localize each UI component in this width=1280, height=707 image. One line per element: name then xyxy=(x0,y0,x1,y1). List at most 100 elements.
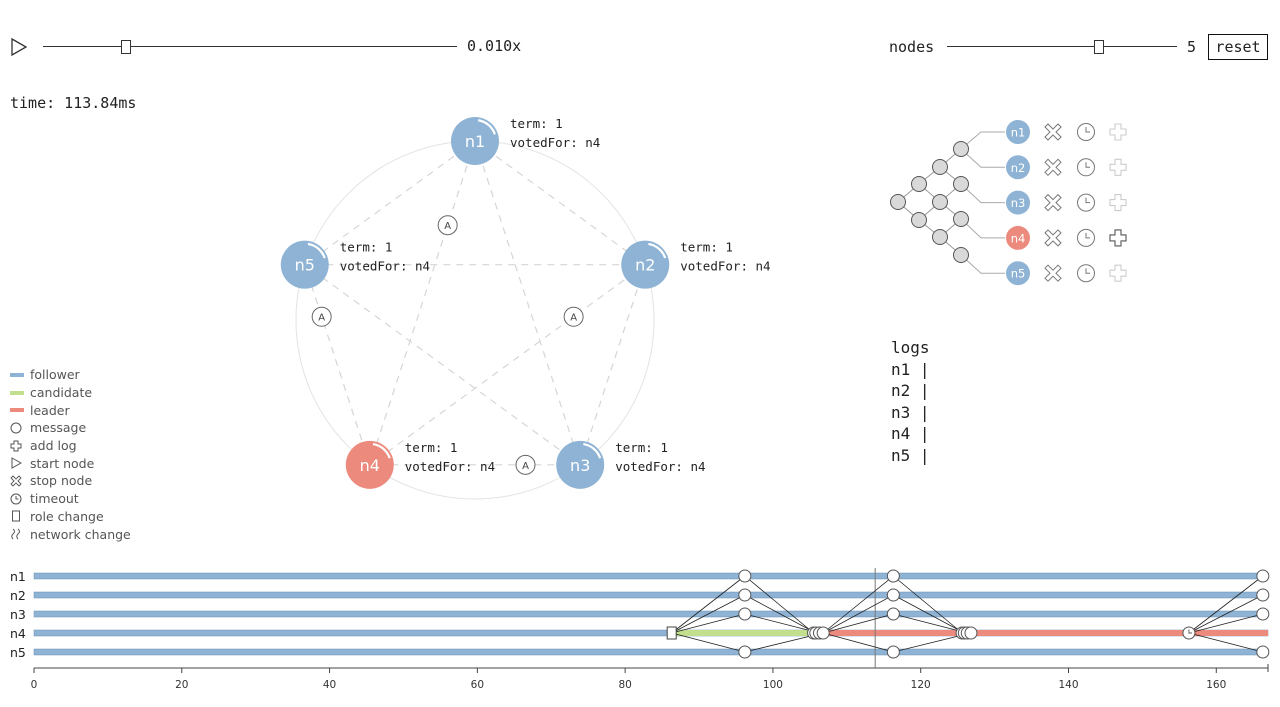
node-label: n1 xyxy=(465,132,485,151)
timeline-message-icon[interactable] xyxy=(1256,607,1270,621)
reset-button[interactable]: reset xyxy=(1208,34,1268,60)
node-circle[interactable] xyxy=(621,240,670,289)
panel-node-n2[interactable] xyxy=(1006,155,1030,180)
node-label: n5 xyxy=(295,256,315,275)
node-circle[interactable] xyxy=(556,440,605,489)
stop-node-shape xyxy=(1044,158,1062,177)
timeline-message-line xyxy=(823,632,894,653)
stop-node-icon[interactable] xyxy=(1044,264,1062,282)
timeline-message-icon[interactable] xyxy=(738,588,752,602)
timeline-message-icon[interactable] xyxy=(738,569,752,583)
timeline-message-icon[interactable] xyxy=(886,569,900,583)
peer-link xyxy=(304,264,371,465)
stop-node-icon[interactable] xyxy=(1044,193,1062,212)
panel-node-n4[interactable] xyxy=(1006,225,1030,250)
timeline-message-line xyxy=(822,594,894,634)
timeout-icon[interactable] xyxy=(1077,228,1095,247)
add-log-icon[interactable] xyxy=(1109,264,1127,282)
node-label: n4 xyxy=(360,456,380,475)
panel-node-label: n1 xyxy=(1011,126,1026,140)
timeout-icon xyxy=(10,493,22,505)
add-log-icon[interactable] xyxy=(1109,194,1127,212)
timeout-icon[interactable] xyxy=(1077,193,1095,212)
node-label: n3 xyxy=(570,456,590,475)
timeout-icon[interactable] xyxy=(1077,264,1095,283)
timeout-icon[interactable] xyxy=(1077,158,1095,177)
timeline-message-icon[interactable] xyxy=(886,588,900,602)
timeline-tick-label: 160 xyxy=(1206,679,1226,691)
timeout-arc xyxy=(307,242,326,259)
timeline-message-line xyxy=(823,613,894,634)
timeline-message-line xyxy=(671,632,745,653)
peer-link xyxy=(474,140,646,266)
timeline-message-icon[interactable] xyxy=(1256,569,1270,583)
legend-item-candidate: candidate xyxy=(10,384,131,402)
network-switch xyxy=(953,141,969,157)
speed-slider[interactable] xyxy=(43,40,457,54)
speed-slider-track[interactable] xyxy=(43,46,457,47)
peer-link xyxy=(474,140,581,465)
panel-node-label: n2 xyxy=(1011,161,1026,175)
stop-node-icon[interactable] xyxy=(1044,158,1062,177)
node-circle[interactable] xyxy=(280,240,329,289)
timeline-message-icon[interactable] xyxy=(738,607,752,621)
speed-slider-thumb[interactable] xyxy=(121,40,131,54)
timeline-message-icon[interactable] xyxy=(964,626,978,640)
panel-node-n5[interactable] xyxy=(1006,261,1030,286)
nodes-slider-track[interactable] xyxy=(947,46,1177,47)
timeline-message-icon[interactable] xyxy=(1256,645,1270,659)
timeline-role-change-icon[interactable] xyxy=(666,626,677,640)
timeout-icon[interactable] xyxy=(1077,123,1095,141)
node-circle[interactable] xyxy=(451,117,499,165)
add-log-icon[interactable] xyxy=(1109,229,1127,247)
timeline-message-line xyxy=(822,575,894,634)
timeline-message-line xyxy=(671,575,746,634)
stop-node-icon[interactable] xyxy=(1044,229,1062,247)
add-log-icon[interactable] xyxy=(1109,123,1127,141)
timeline-message-icon[interactable] xyxy=(738,645,752,659)
timeline-timeout-icon[interactable] xyxy=(1182,626,1196,640)
nodes-label: nodes xyxy=(889,38,935,56)
timeline-message-icon[interactable] xyxy=(816,626,830,640)
add-log-icon[interactable] xyxy=(1109,158,1127,176)
message-n4-n5: A xyxy=(311,306,332,327)
timeline-response-line xyxy=(744,575,814,634)
legend-item-follower: follower xyxy=(10,366,131,384)
timeline-response-line xyxy=(744,613,820,634)
timeline-message-line xyxy=(1188,575,1264,634)
stop-node-icon[interactable] xyxy=(1044,123,1062,141)
timeline-track-n5 xyxy=(33,648,1269,656)
timeout-hands xyxy=(1085,268,1090,274)
network-change-icon xyxy=(10,528,22,540)
node-circle[interactable] xyxy=(345,440,394,489)
play-button[interactable] xyxy=(8,36,30,58)
panel-node-n1[interactable] xyxy=(1006,120,1030,144)
timeline-response-line xyxy=(893,613,968,634)
timeout-hands xyxy=(1085,197,1090,204)
timeline-response-line xyxy=(893,594,965,634)
timeline-tick-label: 80 xyxy=(618,679,631,691)
panel-row-n5: n5 xyxy=(1006,261,1127,286)
timeline-message-icon[interactable] xyxy=(886,607,900,621)
network-switch xyxy=(932,229,948,245)
panel-node-n3[interactable] xyxy=(1006,190,1030,215)
message-n4-n2: A xyxy=(563,306,584,327)
timeline-tick-label: 60 xyxy=(471,679,484,691)
timeline-track-n1 xyxy=(33,572,1269,580)
network-switch xyxy=(953,247,969,263)
legend-item-start-node: start node xyxy=(10,454,131,472)
stop-node-shape xyxy=(1044,229,1062,247)
message-label: A xyxy=(318,313,325,324)
nodes-slider[interactable] xyxy=(947,40,1177,54)
panel-node-label: n4 xyxy=(1011,231,1026,245)
nodes-slider-thumb[interactable] xyxy=(1094,40,1104,54)
timeline-tick-label: 100 xyxy=(763,679,783,691)
stop-node-shape xyxy=(1044,264,1062,282)
timeline-message-icon[interactable] xyxy=(886,645,900,659)
timeline-message-icon[interactable] xyxy=(1256,588,1270,602)
